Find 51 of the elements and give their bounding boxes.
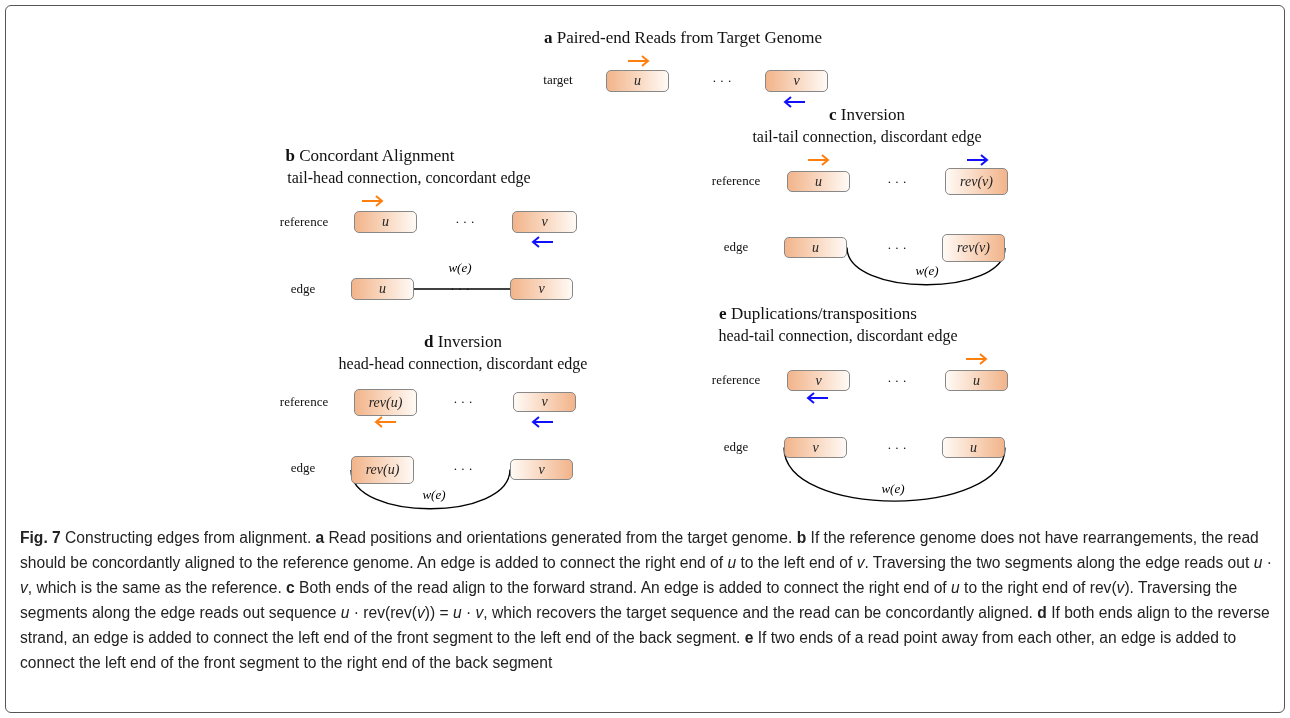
ellipsis: · · · xyxy=(887,373,907,389)
segment-box: u xyxy=(945,370,1008,391)
panel-subtitle: tail-head connection, concordant edge xyxy=(287,169,531,187)
ellipsis: · · · xyxy=(712,73,732,89)
connector-line xyxy=(413,288,511,290)
panel-title: d Inversion xyxy=(424,332,502,352)
panel-subtitle: head-tail connection, discordant edge xyxy=(718,327,958,345)
figure-caption: Fig. 7 Constructing edges from alignment. a Read positions and orientations generated from the target genome. b If the reference genome does not have rearrangements, the read should be concordantly aligned to the reference genome. An edge is added to connect the right end of u to the left end of v. Traversing the two segments along the edge reads out u · v, which is the same as the reference. c Both ends of the read align to the forward strand. An edge is added to connect the right end of u to the right end of rev(v). Traversing the segments along the edge reads out sequence u · rev(rev(v)) = u · v, which recovers the target sequence and the read can be concordantly aligned. d If both ends align to the reverse strand, an edge is added to connect the left end of the front segment to the left end of the back segment. e If two ends of a read point away from each other, an edge is added to connect the left end of the front segment to the right end of the back segment xyxy=(20,528,1273,673)
panel-title: b Concordant Alignment xyxy=(285,146,455,166)
segment-box: v xyxy=(784,437,847,458)
ellipsis: · · · xyxy=(453,461,473,477)
ellipsis: · · · xyxy=(450,281,470,297)
edge-label: w(e) xyxy=(879,482,907,496)
segment-box: v xyxy=(512,211,577,233)
row-label: target xyxy=(543,72,573,88)
segment-box: rev(v) xyxy=(945,168,1008,195)
ellipsis: · · · xyxy=(887,440,907,456)
segment-box: rev(v) xyxy=(942,234,1005,262)
segment-box: rev(u) xyxy=(351,456,414,484)
edge-label: w(e) xyxy=(913,264,941,278)
row-label: reference xyxy=(279,214,329,230)
row-label: reference xyxy=(711,173,761,189)
row-label: reference xyxy=(711,372,761,388)
segment-box: v xyxy=(787,370,850,391)
segment-box: u xyxy=(606,70,669,92)
ellipsis: · · · xyxy=(453,394,473,410)
row-label: edge xyxy=(290,460,316,476)
segment-box: rev(u) xyxy=(354,389,417,416)
panel-subtitle: head-head connection, discordant edge xyxy=(338,355,588,373)
segment-box: u xyxy=(354,211,417,233)
segment-box: u xyxy=(784,237,847,258)
row-label: edge xyxy=(290,281,316,297)
panel-title: a Paired-end Reads from Target Genome xyxy=(543,28,823,48)
row-label: edge xyxy=(723,239,749,255)
row-label: reference xyxy=(279,394,329,410)
ellipsis: · · · xyxy=(887,174,907,190)
ellipsis: · · · xyxy=(455,214,475,230)
segment-box: v xyxy=(510,459,573,480)
edge-label: w(e) xyxy=(420,488,448,502)
ellipsis: · · · xyxy=(887,240,907,256)
panel-subtitle: tail-tail connection, discordant edge xyxy=(752,128,982,146)
panel-title: c Inversion xyxy=(829,105,905,125)
segment-box: v xyxy=(510,278,573,300)
row-label: edge xyxy=(723,439,749,455)
segment-box: u xyxy=(787,171,850,192)
panel-title: e Duplications/transpositions xyxy=(719,304,917,324)
edge-label: w(e) xyxy=(446,261,474,275)
segment-box: v xyxy=(513,392,576,412)
segment-box: u xyxy=(351,278,414,300)
segment-box: u xyxy=(942,437,1005,458)
segment-box: v xyxy=(765,70,828,92)
